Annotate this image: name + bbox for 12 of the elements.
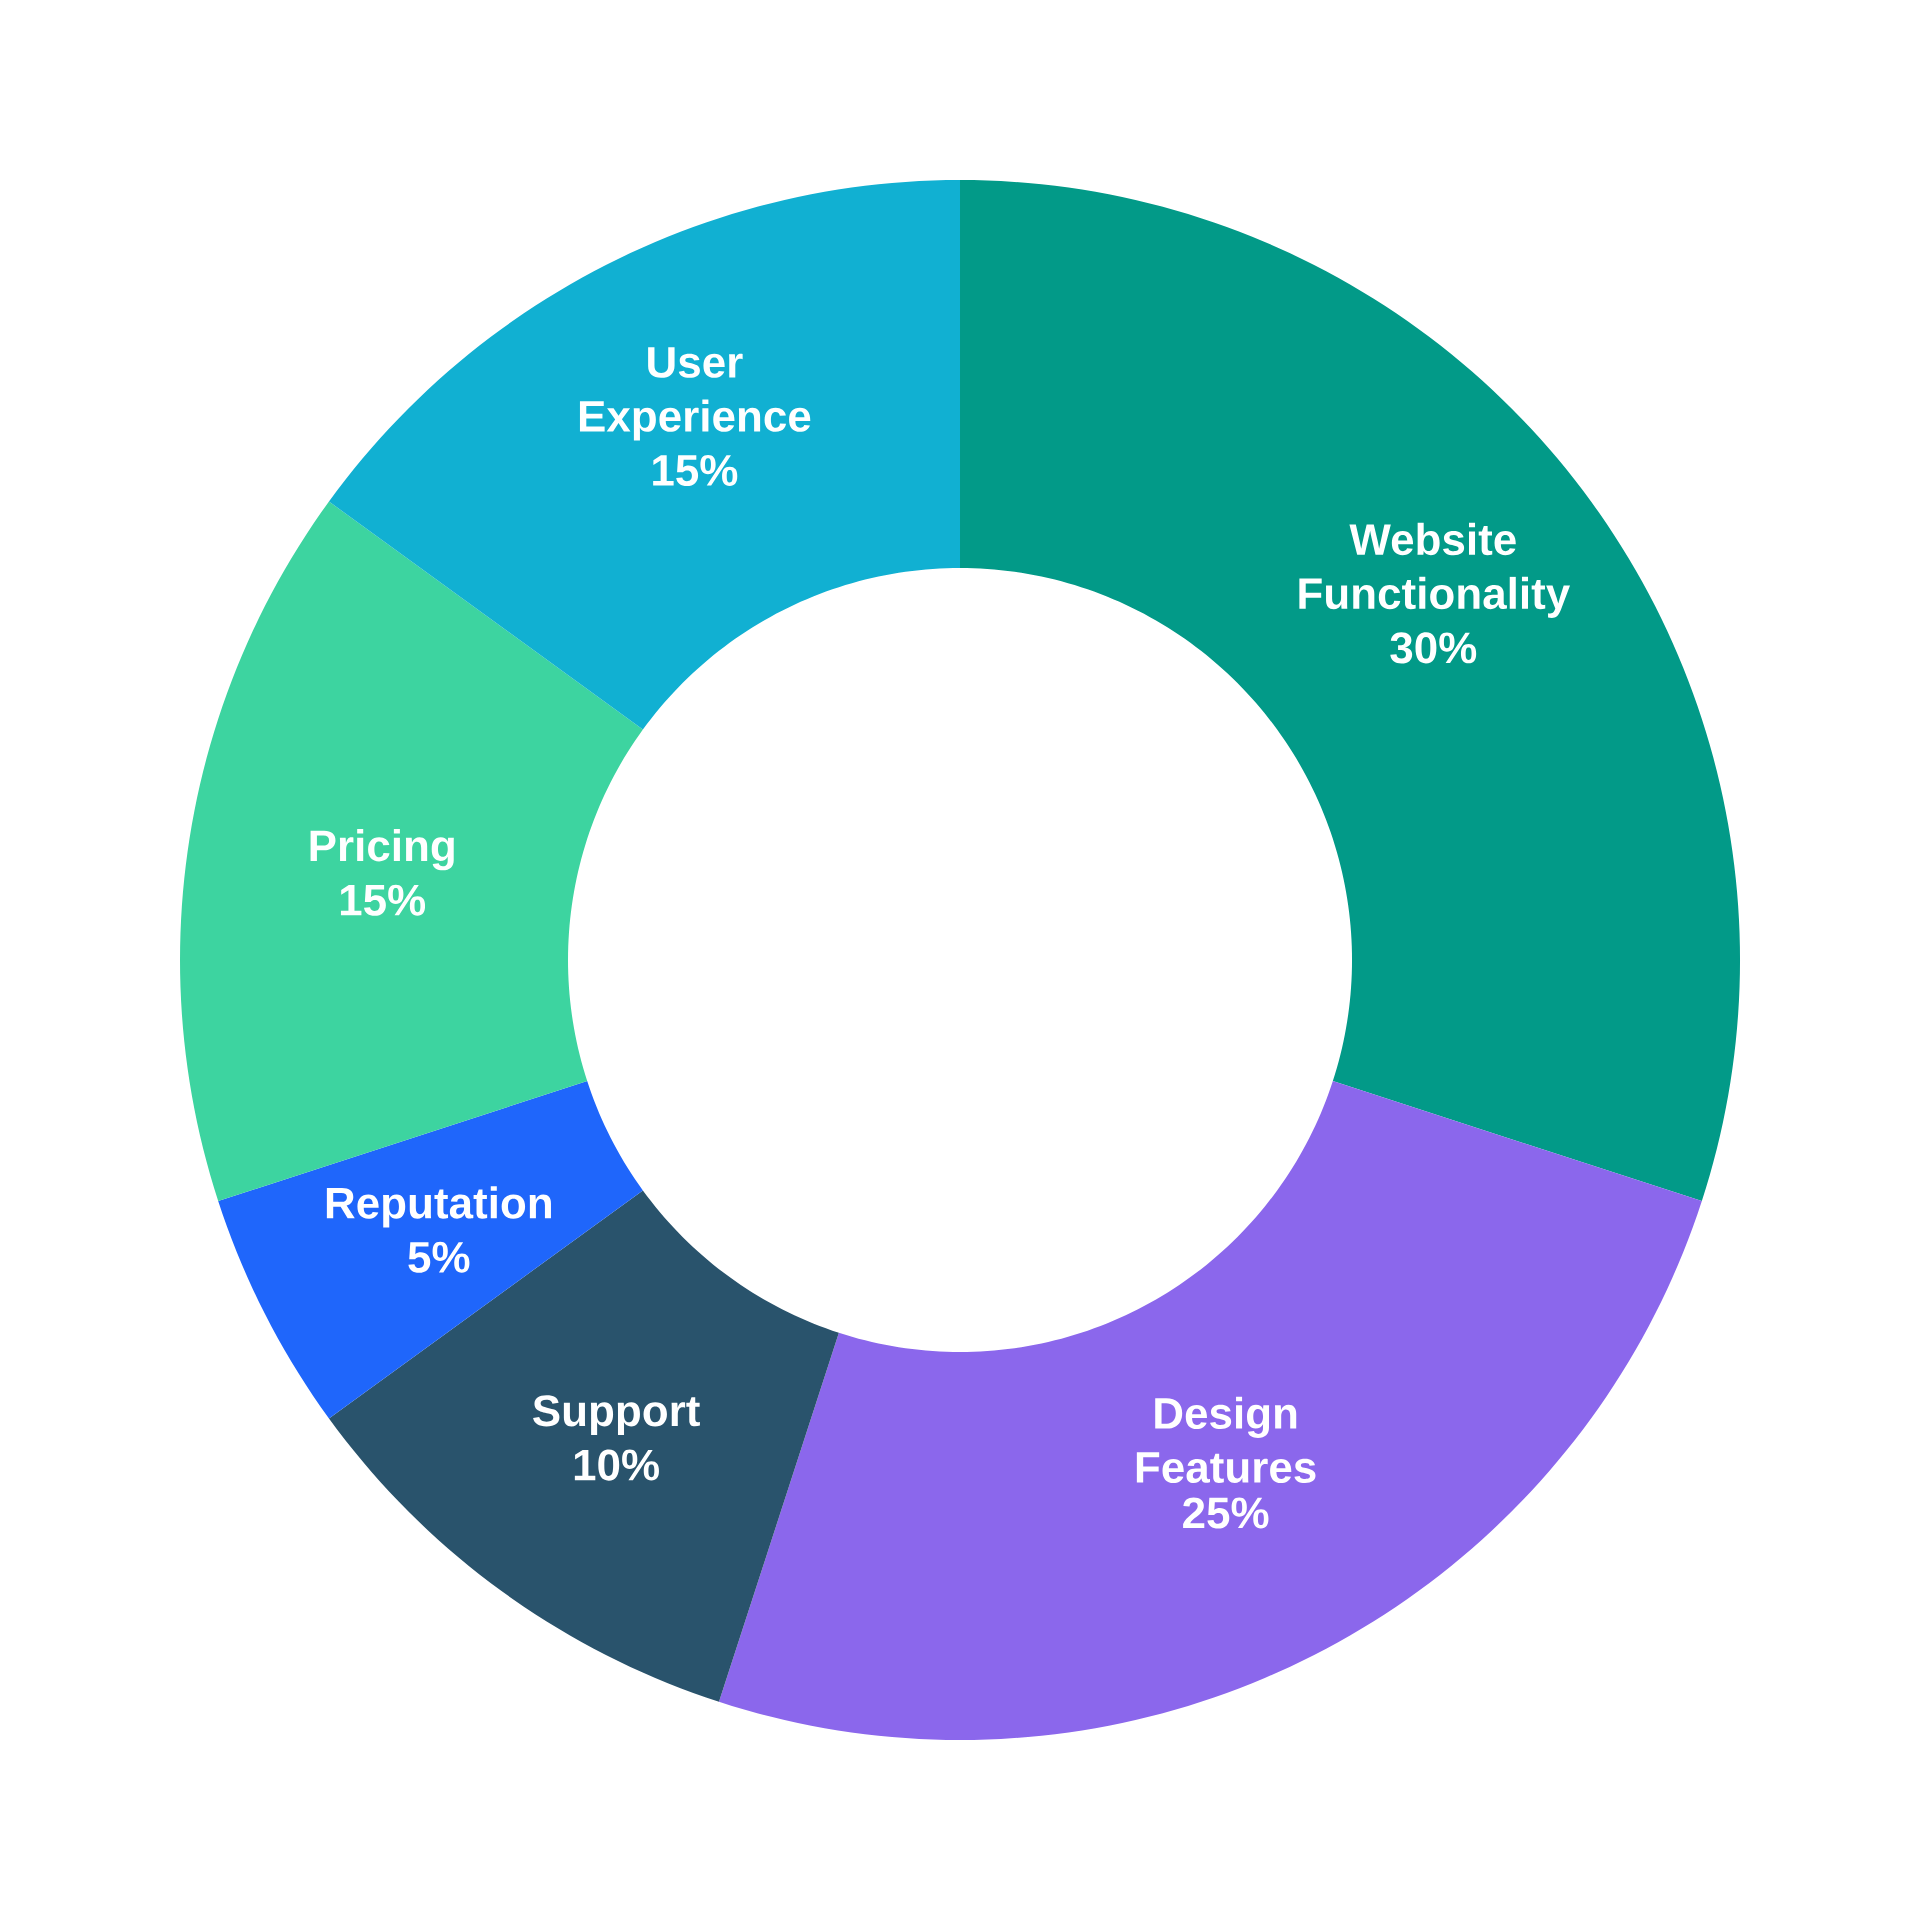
value-label: 5% — [408, 1241, 470, 1273]
value-label: 10% — [574, 1449, 659, 1481]
value-label: 25% — [1183, 1497, 1269, 1529]
category-label: Pricing — [310, 829, 454, 871]
value-label: 15% — [340, 884, 426, 916]
category-label: Design Features — [1136, 1396, 1316, 1483]
category-label: Support — [533, 1395, 700, 1436]
category-label: Reputation — [326, 1186, 551, 1228]
value-label: 30% — [1390, 632, 1477, 664]
category-label: User Experience — [579, 347, 811, 441]
value-label: 15% — [653, 455, 738, 486]
category-label: Website Functionality — [1299, 522, 1570, 618]
